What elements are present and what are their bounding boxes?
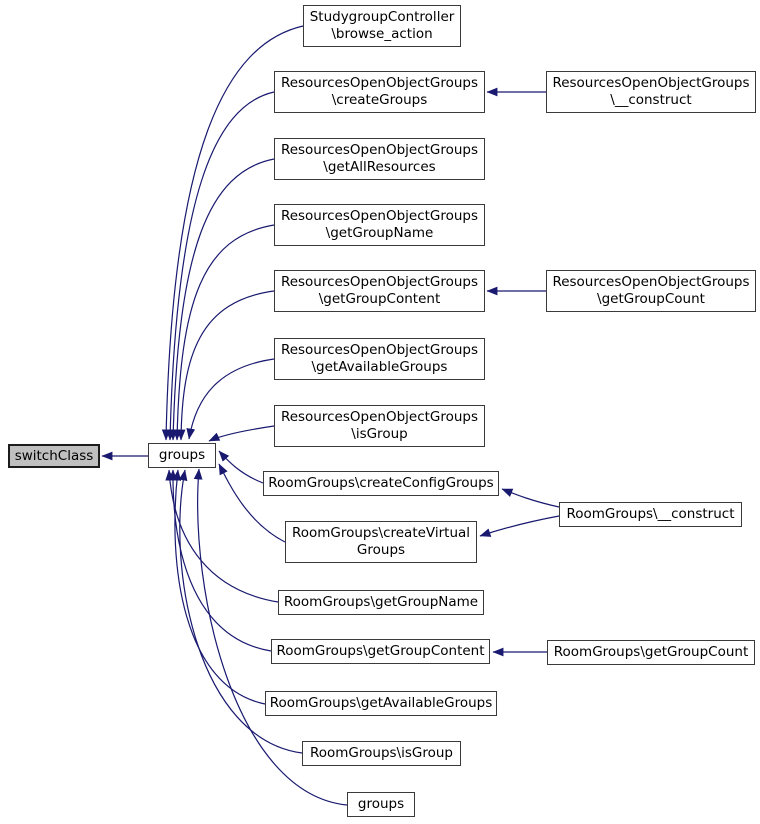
node-switchclass: switchClass — [8, 444, 100, 468]
node-groups[interactable]: groups — [148, 443, 216, 468]
node-roomgroups-getgroupcount[interactable]: RoomGroups\getGroupCount — [547, 640, 755, 665]
edge-roog-getavailable-to-groups — [186, 358, 275, 440]
edge-roog-creategroups-to-groups — [165, 91, 275, 441]
edge-room-createconfig-to-groups — [218, 450, 264, 484]
node-resourcesopenobjectgroups-getgroupname[interactable]: ResourcesOpenObjectGroups \getGroupName — [274, 204, 485, 246]
node-roomgroups-createvirtualgroups[interactable]: RoomGroups\createVirtual Groups — [285, 521, 477, 563]
node-roomgroups-getavailablegroups[interactable]: RoomGroups\getAvailableGroups — [265, 691, 497, 716]
edge-roog-getallresources-to-groups — [168, 158, 275, 441]
node-resourcesopenobjectgroups-getgroupcount[interactable]: ResourcesOpenObjectGroups \getGroupCount — [546, 270, 756, 312]
node-resourcesopenobjectgroups-creategroups[interactable]: ResourcesOpenObjectGroups \createGroups — [274, 71, 485, 113]
edge-room-construct-to-createconfig — [501, 488, 560, 508]
edge-room-isgroup-to-groups — [178, 469, 303, 754]
edge-roog-getgroupcontent-to-groups — [176, 290, 275, 441]
node-roomgroups-getgroupcontent[interactable]: RoomGroups\getGroupContent — [271, 639, 490, 664]
node-roomgroups-construct[interactable]: RoomGroups\__construct — [559, 502, 742, 527]
edge-room-getgroupname-to-groups — [165, 469, 279, 603]
node-resourcesopenobjectgroups-construct[interactable]: ResourcesOpenObjectGroups \__construct — [546, 71, 756, 113]
edge-groups-bottom-to-groups — [193, 468, 348, 806]
node-resourcesopenobjectgroups-isgroup[interactable]: ResourcesOpenObjectGroups \isGroup — [274, 405, 485, 447]
node-resourcesopenobjectgroups-getavailablegroups[interactable]: ResourcesOpenObjectGroups \getAvailableG… — [274, 338, 485, 380]
edge-browse-action-to-groups — [161, 25, 304, 441]
edge-room-createvirtual-to-groups — [218, 463, 286, 543]
edge-room-getgroupcontent-to-groups — [168, 469, 272, 652]
node-roomgroups-getgroupname[interactable]: RoomGroups\getGroupName — [278, 590, 484, 615]
node-studygroupcontroller-browse-action[interactable]: StudygroupController \browse_action — [303, 5, 461, 47]
node-resourcesopenobjectgroups-getallresources[interactable]: ResourcesOpenObjectGroups \getAllResourc… — [274, 138, 485, 180]
edge-roog-getgroupname-to-groups — [172, 224, 275, 441]
edge-room-construct-to-createvirtual — [479, 515, 560, 537]
node-resourcesopenobjectgroups-getgroupcontent[interactable]: ResourcesOpenObjectGroups \getGroupConte… — [274, 270, 485, 312]
node-groups-caller[interactable]: groups — [347, 792, 415, 817]
edge-room-getavailable-to-groups — [172, 469, 266, 705]
edge-roog-isgroup-to-groups — [208, 425, 275, 442]
node-roomgroups-isgroup[interactable]: RoomGroups\isGroup — [302, 741, 461, 766]
node-roomgroups-createconfiggroups[interactable]: RoomGroups\createConfigGroups — [263, 471, 499, 496]
